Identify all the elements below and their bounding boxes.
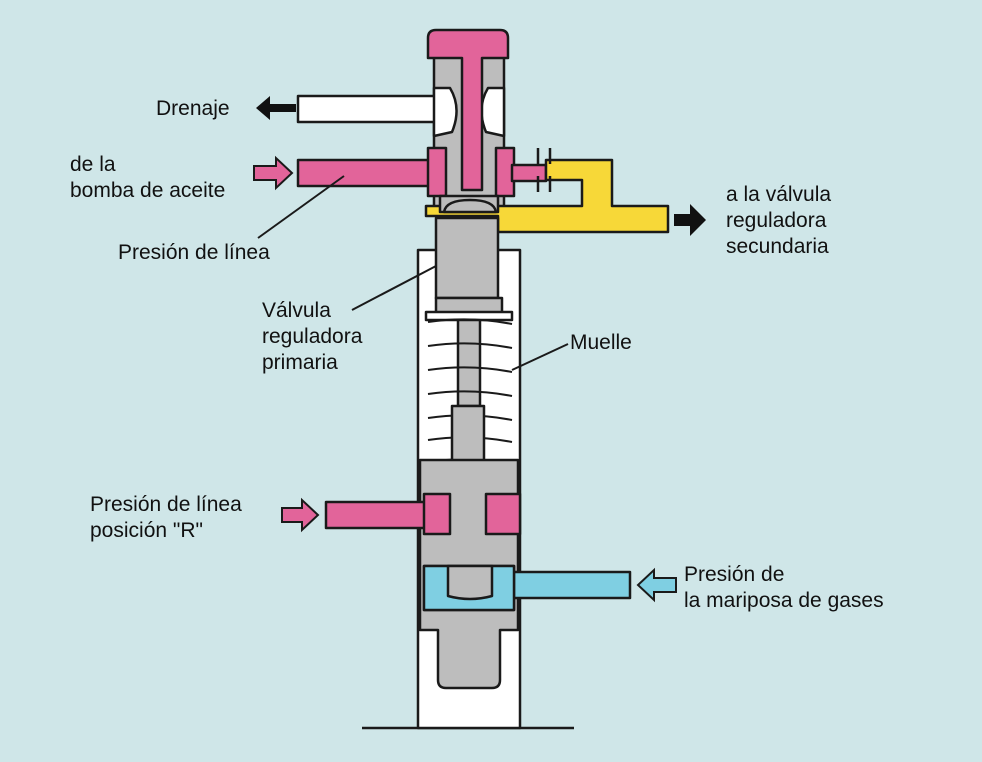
- label-line-pressure-r-line1: Presión de línea: [90, 493, 242, 516]
- label-line-pressure: Presión de línea: [118, 241, 270, 264]
- secondary-arrow: [674, 204, 706, 236]
- label-from-pump-line2: bomba de aceite: [70, 179, 226, 202]
- label-primary-valve-line2: reguladora: [262, 325, 363, 348]
- leader-line-pressure: [257, 175, 345, 239]
- drain-pipe: [296, 94, 438, 124]
- label-to-valve-line3: secundaria: [726, 235, 829, 258]
- leader-spring: [511, 343, 569, 371]
- label-to-valve-line2: reguladora: [726, 209, 827, 232]
- r-chamber-left: [422, 492, 452, 536]
- label-line-pressure-r: Presión de línea posición "R": [90, 492, 242, 544]
- leader-primary-valve: [351, 265, 437, 311]
- label-throttle-line1: Presión de: [684, 563, 785, 586]
- spool-top-cap: [442, 198, 498, 214]
- throttle-piston: [446, 564, 494, 601]
- label-spring: Muelle: [570, 331, 632, 354]
- r-arrow: [281, 497, 320, 533]
- line-pressure-r-pipe: [324, 500, 428, 530]
- pump-arrow: [253, 155, 294, 191]
- label-primary-valve-line1: Válvula: [262, 299, 331, 322]
- drain-chamber-left: [432, 86, 458, 138]
- pump-inlet-pipe: [296, 158, 440, 188]
- label-drain: Drenaje: [156, 97, 230, 120]
- drain-chamber-right: [480, 86, 506, 138]
- lower-plunger-stem: [450, 404, 486, 468]
- label-primary-valve: Válvula reguladora primaria: [262, 298, 362, 376]
- inlet-chamber-left: [426, 146, 448, 198]
- label-line-pressure-r-line2: posición "R": [90, 519, 203, 542]
- primary-valve-spool: [434, 216, 500, 300]
- label-from-pump-line1: de la: [70, 153, 116, 176]
- throttle-arrow: [636, 567, 677, 603]
- label-from-pump: de la bomba de aceite: [70, 152, 225, 204]
- drain-arrow: [256, 96, 296, 120]
- label-primary-valve-line3: primaria: [262, 351, 338, 374]
- throttle-pipe: [510, 570, 632, 600]
- label-throttle-line2: la mariposa de gases: [684, 589, 884, 612]
- r-chamber-right: [484, 492, 522, 536]
- feedback-pipe: [510, 163, 548, 183]
- label-to-valve-line1: a la válvula: [726, 183, 832, 206]
- valve-plunger: [426, 28, 510, 192]
- label-to-secondary-valve: a la válvula reguladora secundaria: [726, 182, 831, 260]
- secondary-passage: [424, 158, 670, 234]
- label-throttle-pressure: Presión de la mariposa de gases: [684, 562, 884, 614]
